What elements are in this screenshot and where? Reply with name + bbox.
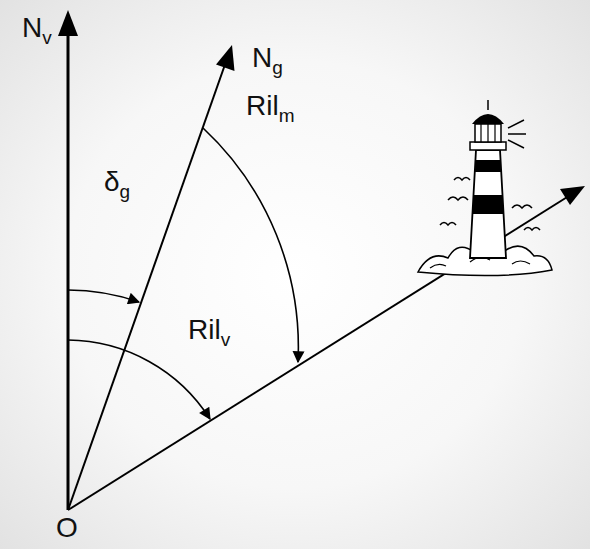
label-base: N (22, 12, 42, 43)
label-subscript: v (42, 27, 52, 48)
label-subscript: g (272, 57, 283, 78)
label-base: δ (104, 166, 120, 197)
label-base: N (252, 42, 272, 73)
label-base: Ril (246, 90, 279, 121)
angle-arc (68, 340, 210, 419)
axis-label: Ng (252, 44, 283, 72)
true-north-line (67, 22, 70, 510)
angle-label: δg (104, 168, 130, 196)
arrow-head (560, 186, 585, 205)
origin-label: O (56, 514, 78, 542)
arrow-head (58, 10, 78, 36)
angle-label: Rilm (246, 92, 295, 120)
axis-label: Nv (22, 14, 52, 42)
gyro-north-line (68, 56, 228, 510)
label-base: Ril (188, 314, 221, 345)
label-subscript: m (279, 105, 295, 126)
angle-arc (68, 290, 139, 302)
label-base: O (56, 512, 78, 543)
angle-label: Rilv (188, 316, 230, 344)
arrow-head (216, 45, 235, 71)
label-subscript: g (120, 181, 131, 202)
label-subscript: v (221, 329, 231, 350)
lighthouse-picture (418, 100, 552, 276)
